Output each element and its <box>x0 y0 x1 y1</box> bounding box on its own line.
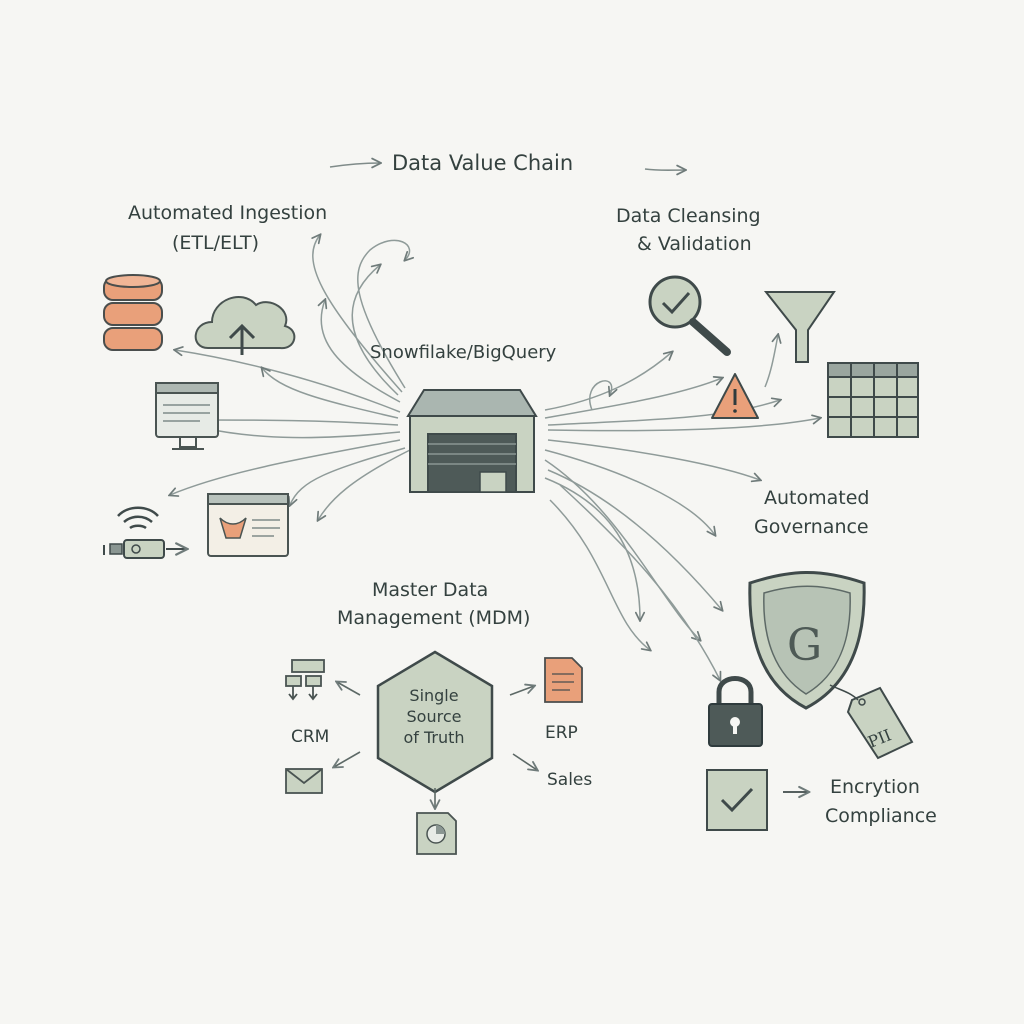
document-icon <box>544 657 583 703</box>
cloud-upload-icon <box>194 295 296 355</box>
browser-window-icon <box>207 493 289 557</box>
mdm-spoke-arrows <box>334 682 537 808</box>
governance-label-line2: Governance <box>754 516 869 538</box>
monitor-icon <box>155 382 219 450</box>
hierarchy-icon <box>285 659 325 701</box>
sales-label: Sales <box>547 770 593 790</box>
magnifier-check-icon <box>648 275 731 356</box>
compliance-label-line1: Encrytion <box>830 776 920 798</box>
cleansing-flow-arrows <box>544 335 820 680</box>
funnel-icon <box>763 291 836 363</box>
ingestion-label-line1: Automated Ingestion <box>128 202 328 224</box>
warehouse-icon <box>406 389 538 493</box>
padlock-icon <box>708 676 763 747</box>
warehouse-label: Snowfilake/BigQuery <box>370 342 557 363</box>
diagram-title: Data Value Chain <box>392 151 574 175</box>
shield-letter: G <box>787 620 823 671</box>
governance-label-line1: Automated <box>764 487 870 509</box>
wifi-icon <box>117 506 159 530</box>
sensor-device-icon <box>103 539 186 559</box>
pie-doc-icon <box>416 812 457 855</box>
checkbox-icon <box>706 769 808 831</box>
ingestion-label-line2: (ETL/ELT) <box>172 232 260 254</box>
envelope-icon <box>285 768 323 794</box>
cleansing-label-line2: & Validation <box>637 233 752 255</box>
ingestion-flow-arrows <box>170 235 410 520</box>
mdm-label-line1: Master Data <box>372 579 489 601</box>
pii-tag-icon <box>829 684 914 760</box>
single-source-label: Single Source of Truth <box>392 686 476 748</box>
erp-label: ERP <box>545 723 578 743</box>
warning-icon <box>711 373 759 419</box>
single-source-line2: Source <box>406 706 462 726</box>
shield-icon <box>748 571 866 710</box>
mdm-label-line2: Management (MDM) <box>337 607 531 629</box>
crm-label: CRM <box>291 727 330 747</box>
table-grid-icon <box>827 362 919 438</box>
title-arrows <box>329 163 685 170</box>
database-icon <box>103 274 163 351</box>
cleansing-label-line1: Data Cleansing <box>616 205 761 227</box>
compliance-label-line2: Compliance <box>825 805 937 827</box>
single-source-line1: Single <box>409 686 459 705</box>
single-source-line3: of Truth <box>403 727 465 747</box>
